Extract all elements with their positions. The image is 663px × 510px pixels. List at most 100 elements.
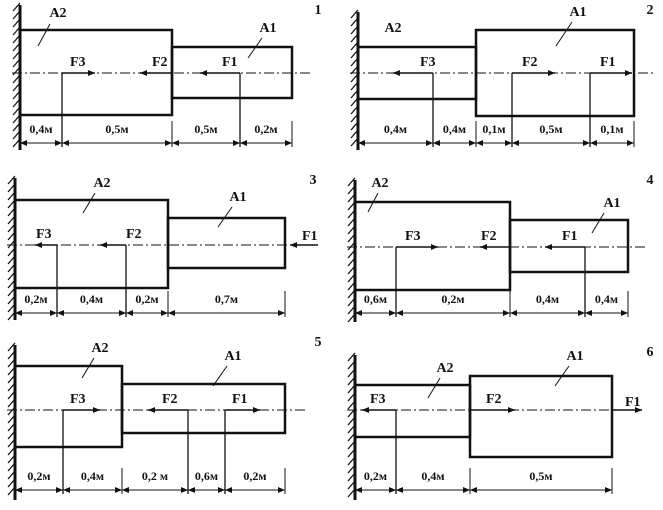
hatch-line	[7, 191, 16, 201]
dimension-label: 0,4м	[29, 122, 52, 136]
hatch-line	[7, 478, 16, 488]
hatch-line	[12, 114, 21, 124]
arrow-head-icon	[396, 487, 403, 493]
force-label: F2	[126, 227, 142, 242]
dimension-label: 0,4м	[80, 292, 103, 306]
arrow-head-icon	[358, 140, 365, 146]
force-label: F1	[625, 395, 641, 410]
force-label: F3	[70, 392, 86, 407]
area-label-a2: A2	[93, 176, 110, 191]
arrow-head-icon	[512, 140, 519, 146]
arrow-head-icon	[590, 140, 597, 146]
hatch-line	[350, 105, 359, 115]
arrow-head-icon	[35, 242, 42, 248]
leader-line	[367, 192, 379, 213]
force-f2: F2	[480, 229, 510, 250]
force-f1: F1	[290, 229, 318, 248]
hatch-line	[347, 352, 356, 362]
arrow-head-icon	[278, 487, 285, 493]
hatch-line	[7, 183, 16, 193]
arrow-head-icon	[389, 310, 396, 316]
force-f1: F1	[612, 395, 642, 413]
arrow-head-icon	[476, 140, 483, 146]
arrow-head-icon	[168, 310, 175, 316]
force-label: F1	[302, 229, 318, 244]
area-label-a2: A2	[384, 21, 401, 36]
arrow-head-icon	[240, 140, 247, 146]
area-label-a1: A1	[229, 190, 246, 205]
section-a1	[468, 374, 614, 459]
panel-number: 3	[310, 173, 317, 188]
hatch-line	[347, 480, 356, 490]
hatch-line	[347, 313, 356, 323]
arrow-head-icon	[57, 310, 64, 316]
leader-line	[217, 206, 233, 228]
force-f3: F3	[62, 55, 95, 76]
force-f2: F2	[512, 55, 555, 76]
force-label: F3	[420, 55, 436, 70]
hatch-line	[347, 448, 356, 458]
force-f1: F1	[200, 55, 240, 76]
arrow-head-icon	[480, 244, 487, 250]
force-f2: F2	[470, 392, 515, 413]
panel-number: 2	[647, 3, 654, 18]
arrow-head-icon	[583, 140, 590, 146]
dimension-label: 0,1м	[600, 122, 623, 136]
hatch-line	[347, 464, 356, 474]
force-label: F2	[522, 55, 538, 70]
hatch-line	[12, 2, 21, 12]
hatch-line	[347, 193, 356, 203]
force-label: F2	[481, 229, 497, 244]
hatch-line	[7, 486, 16, 496]
force-f1: F1	[545, 229, 585, 250]
leader-line	[427, 377, 441, 399]
arrow-head-icon	[140, 70, 147, 76]
arrow-head-icon	[433, 140, 440, 146]
arrow-head-icon	[161, 310, 168, 316]
leader-line	[247, 37, 263, 59]
leader-line	[37, 23, 51, 47]
area-label-a1: A1	[566, 349, 583, 364]
panel-number: 1	[315, 3, 322, 18]
arrow-head-icon	[508, 407, 515, 413]
area-label-a2: A2	[91, 341, 108, 356]
arrow-head-icon	[505, 140, 512, 146]
hatch-line	[347, 289, 356, 299]
hatch-line	[7, 358, 16, 368]
area-label-a1: A1	[569, 5, 586, 20]
hatch-line	[347, 376, 356, 386]
hatch-line	[7, 462, 16, 472]
hatch-line	[347, 488, 356, 498]
dimension-label: 0,2м	[27, 469, 50, 483]
area-label-a2: A2	[436, 361, 453, 376]
arrow-head-icon	[290, 242, 297, 248]
area-label-a1: A1	[603, 196, 620, 211]
force-label: F1	[562, 229, 578, 244]
hatch-line	[350, 113, 359, 123]
arrow-head-icon	[50, 310, 57, 316]
arrow-head-icon	[233, 140, 240, 146]
area-label-a1: A1	[259, 21, 276, 36]
hatch-line	[7, 287, 16, 297]
force-label: F3	[370, 392, 386, 407]
hatch-line	[350, 137, 359, 147]
arrow-head-icon	[200, 70, 207, 76]
hatch-line	[12, 26, 21, 36]
arrow-head-icon	[285, 140, 292, 146]
dimension-label: 0,4м	[595, 292, 618, 306]
arrow-head-icon	[362, 407, 369, 413]
panel-number: 5	[315, 335, 322, 350]
arrow-head-icon	[585, 310, 592, 316]
arrow-head-icon	[463, 487, 470, 493]
hatch-line	[7, 446, 16, 456]
arrow-head-icon	[393, 70, 400, 76]
arrow-head-icon	[396, 310, 403, 316]
dimension-label: 0,2м	[441, 292, 464, 306]
hatch-line	[347, 305, 356, 315]
force-label: F2	[152, 55, 168, 70]
dimension-label: 0,5м	[194, 122, 217, 136]
